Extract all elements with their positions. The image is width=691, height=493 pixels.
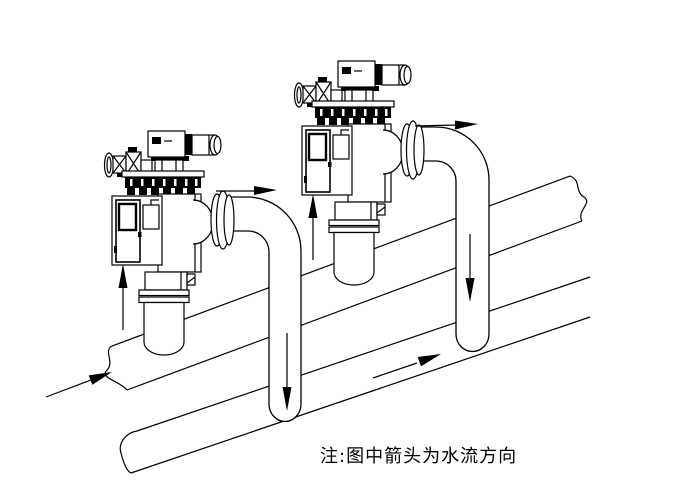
note-text: 注:图中箭头为水流方向 <box>320 446 518 467</box>
left-unit-outlet-arrow <box>216 186 277 195</box>
left-downpipe-arrow <box>282 333 292 411</box>
filter-unit-left <box>103 129 236 357</box>
return-pipe-left-cap <box>119 430 138 474</box>
supply-pipe-left-break <box>104 345 128 391</box>
supply-pipe-right-break <box>569 175 588 222</box>
gooseneck-left <box>230 196 302 423</box>
supply-inflow-arrow <box>45 372 112 398</box>
return-flow-arrow <box>372 354 441 379</box>
gooseneck-right <box>415 126 490 353</box>
right-unit-outlet-arrow <box>414 120 478 130</box>
filter-unit-right <box>293 59 426 287</box>
return-pipe <box>119 276 591 474</box>
right-downpipe-arrow <box>465 234 475 302</box>
